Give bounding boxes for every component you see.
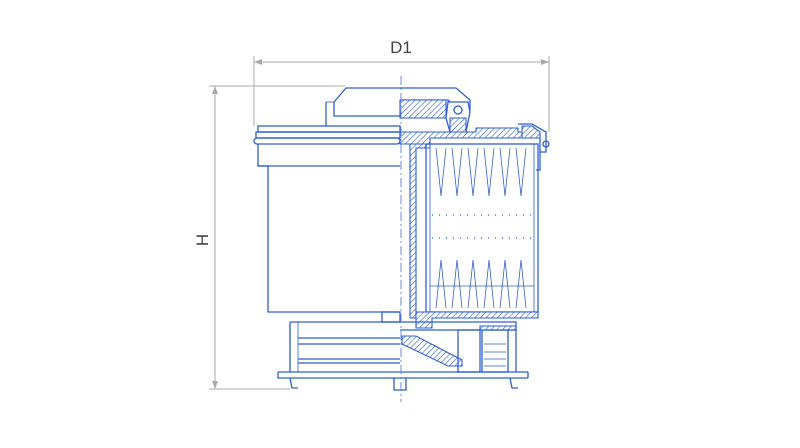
h-arrow-bottom bbox=[212, 381, 218, 389]
body-spigot bbox=[381, 311, 401, 323]
section-flange-clip-hatch bbox=[521, 125, 541, 139]
d1-arrow-left bbox=[254, 59, 262, 65]
bottom-connector-right bbox=[400, 378, 407, 391]
flange-upper bbox=[257, 125, 401, 133]
dimension-d1: D1 bbox=[253, 38, 550, 132]
exterior-view bbox=[253, 87, 401, 391]
section-base-clip bbox=[509, 377, 518, 389]
base-outline bbox=[289, 321, 400, 372]
flange-lower bbox=[257, 144, 400, 167]
flange-middle bbox=[255, 131, 401, 139]
d1-label: D1 bbox=[390, 38, 412, 57]
section-central-tube bbox=[409, 143, 431, 319]
d1-arrow-right bbox=[541, 59, 549, 65]
section-bottom-plate bbox=[415, 311, 539, 329]
section-media-frame bbox=[425, 143, 539, 313]
section-base-foot bbox=[400, 371, 529, 379]
section-flange bbox=[399, 127, 541, 145]
base-clip-left bbox=[289, 377, 298, 389]
section-flange-lip bbox=[536, 138, 541, 171]
section-pleats-top bbox=[435, 147, 527, 197]
section-top-cap-hatch bbox=[399, 99, 447, 119]
h-arrow-top bbox=[212, 86, 218, 94]
section-base-vane-lines bbox=[484, 343, 506, 367]
section-view bbox=[399, 87, 550, 391]
dimension-h: H bbox=[193, 85, 345, 390]
body-outline bbox=[267, 166, 400, 313]
base-foot bbox=[277, 371, 400, 379]
section-seal-hatch bbox=[449, 117, 467, 133]
section-flange-clip bbox=[518, 123, 547, 153]
section-base-diffuser bbox=[401, 335, 463, 367]
h-label: H bbox=[193, 234, 212, 246]
bottom-connector-left bbox=[393, 378, 400, 391]
flange-seal-ring bbox=[253, 137, 401, 145]
section-base-right bbox=[508, 329, 517, 372]
section-pleats-bottom bbox=[430, 259, 534, 309]
section-o-ring bbox=[453, 105, 463, 115]
top-cap-outline bbox=[333, 87, 400, 117]
section-flange-ring bbox=[542, 140, 550, 148]
